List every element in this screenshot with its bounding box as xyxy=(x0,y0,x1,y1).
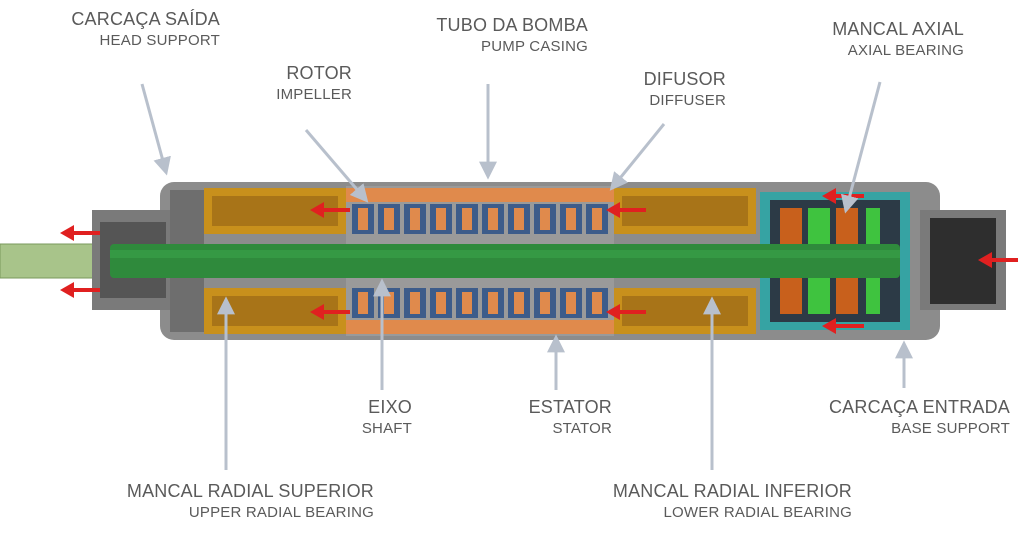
impeller-stage xyxy=(410,292,420,314)
label-head-support-pt: CARCAÇA SAÍDA xyxy=(71,9,220,29)
label-stator-pt: ESTATOR xyxy=(528,397,612,417)
flow-arrow-outlet-top xyxy=(60,225,100,241)
label-lower-radial-bearing: MANCAL RADIAL INFERIOR LOWER RADIAL BEAR… xyxy=(560,482,852,520)
label-upper-radial-bearing-pt: MANCAL RADIAL SUPERIOR xyxy=(126,481,374,501)
label-upper-radial-bearing-en: UPPER RADIAL BEARING xyxy=(188,504,374,521)
leader-impeller xyxy=(304,129,369,203)
impeller-stage xyxy=(566,292,576,314)
impeller-stage xyxy=(436,292,446,314)
flow-arrow-outlet-bottom xyxy=(60,282,100,298)
impeller-stage xyxy=(566,208,576,230)
impeller-stage xyxy=(436,208,446,230)
label-head-support-en: HEAD SUPPORT xyxy=(99,32,220,49)
leader-axial-bearing xyxy=(840,81,882,214)
shaft-body xyxy=(110,244,900,278)
stages-group xyxy=(352,204,608,318)
label-axial-bearing-en: AXIAL BEARING xyxy=(847,42,964,59)
flow-arrow-axial-bottom xyxy=(822,318,864,334)
label-diffuser-pt: DIFUSOR xyxy=(643,69,726,89)
leader-lines xyxy=(140,81,913,470)
label-shaft: EIXO SHAFT xyxy=(330,398,412,436)
label-lower-radial-bearing-pt: MANCAL RADIAL INFERIOR xyxy=(612,481,852,501)
flow-arrow-upper-right xyxy=(606,202,646,218)
label-impeller: ROTOR IMPELLER xyxy=(240,64,352,102)
label-pump-casing-pt: TUBO DA BOMBA xyxy=(436,15,588,35)
impeller-stage xyxy=(358,292,368,314)
impeller-stage xyxy=(540,292,550,314)
impeller-stage xyxy=(358,208,368,230)
label-shaft-en: SHAFT xyxy=(361,420,412,437)
flow-arrow-upper-left xyxy=(310,202,350,218)
impeller-stage xyxy=(514,208,524,230)
label-diffuser-en: DIFFUSER xyxy=(649,92,726,109)
impeller-stage xyxy=(488,292,498,314)
label-lower-radial-bearing-en: LOWER RADIAL BEARING xyxy=(663,504,852,521)
label-shaft-pt: EIXO xyxy=(368,397,412,417)
label-axial-bearing: MANCAL AXIAL AXIAL BEARING xyxy=(796,20,964,58)
label-diffuser: DIFUSOR DIFFUSER xyxy=(616,70,726,108)
label-base-support-pt: CARCAÇA ENTRADA xyxy=(828,397,1010,417)
label-pump-casing-en: PUMP CASING xyxy=(481,38,588,55)
label-impeller-pt: ROTOR xyxy=(286,63,352,83)
label-stator-en: STATOR xyxy=(552,420,612,437)
label-upper-radial-bearing: MANCAL RADIAL SUPERIOR UPPER RADIAL BEAR… xyxy=(80,482,374,520)
flow-arrow-inlet xyxy=(978,252,1018,268)
label-base-support: CARCAÇA ENTRADA BASE SUPPORT xyxy=(788,398,1010,436)
label-stator: ESTATOR STATOR xyxy=(500,398,612,436)
impeller-stage xyxy=(514,292,524,314)
label-head-support: CARCAÇA SAÍDA HEAD SUPPORT xyxy=(40,10,220,48)
impeller-stage xyxy=(540,208,550,230)
leader-head-support xyxy=(140,83,171,176)
impeller-stage xyxy=(410,208,420,230)
flow-arrows xyxy=(60,188,1018,334)
flow-arrow-lower-right xyxy=(606,304,646,320)
impeller-stage xyxy=(592,292,602,314)
impeller-stage xyxy=(488,208,498,230)
impeller-stage xyxy=(462,292,472,314)
label-axial-bearing-pt: MANCAL AXIAL xyxy=(832,19,964,39)
impeller-stage xyxy=(384,208,394,230)
label-base-support-en: BASE SUPPORT xyxy=(891,420,1010,437)
impeller-stage xyxy=(384,292,394,314)
lower-radial-bearing-body xyxy=(614,188,756,334)
impeller-stage xyxy=(592,208,602,230)
leader-diffuser xyxy=(609,123,666,191)
label-impeller-en: IMPELLER xyxy=(276,86,352,103)
impeller-stage xyxy=(462,208,472,230)
flow-arrow-lower-left xyxy=(310,304,350,320)
label-pump-casing: TUBO DA BOMBA PUMP CASING xyxy=(400,16,588,54)
